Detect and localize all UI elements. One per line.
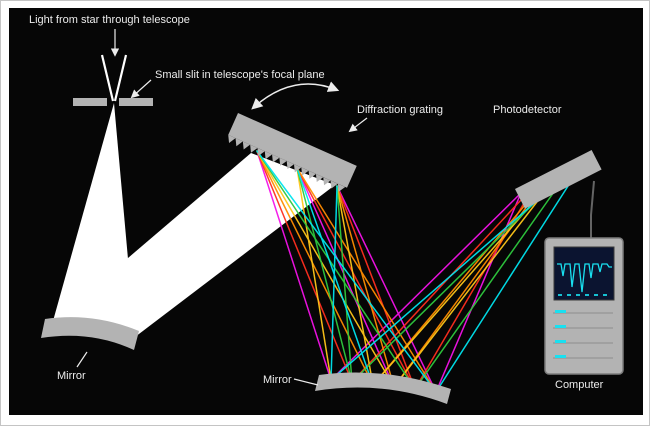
- slit-leader-arrow: [130, 79, 152, 99]
- photodetector-component: [515, 149, 602, 209]
- mirror-center-leader-line: [293, 378, 319, 386]
- screen-tick-dots: [558, 294, 607, 296]
- white-light-beams: [53, 103, 335, 337]
- label-photodetector: Photodetector: [493, 104, 562, 116]
- grating-rotation-arrow: [251, 81, 340, 110]
- computer-component: [544, 237, 624, 375]
- focal-plane-slit: [73, 98, 153, 106]
- spectrum-trace: [557, 263, 612, 293]
- label-light-source: Light from star through telescope: [29, 14, 190, 26]
- mirror-left-component: [41, 317, 139, 350]
- mirror-center-component: [315, 372, 451, 404]
- starlight-converging-beam: [100, 54, 128, 102]
- grating-sawtooth-edge: [228, 134, 346, 192]
- rays-green: [256, 150, 574, 390]
- mirror-left-leader-line: [76, 351, 88, 368]
- grating-leader-line: [348, 117, 368, 133]
- label-slit: Small slit in telescope's focal plane: [155, 69, 325, 81]
- label-mirror-center: Mirror: [263, 374, 292, 386]
- rays-magenta: [256, 150, 522, 393]
- detector-computer-cable: [590, 180, 595, 239]
- label-computer: Computer: [555, 379, 604, 391]
- diffraction-grating-component: [228, 112, 357, 192]
- label-diffraction-grating: Diffraction grating: [357, 104, 443, 116]
- computer-indicator-lights: [555, 310, 566, 358]
- label-mirror-left: Mirror: [57, 370, 86, 382]
- beam-mirror-to-grating: [53, 153, 335, 337]
